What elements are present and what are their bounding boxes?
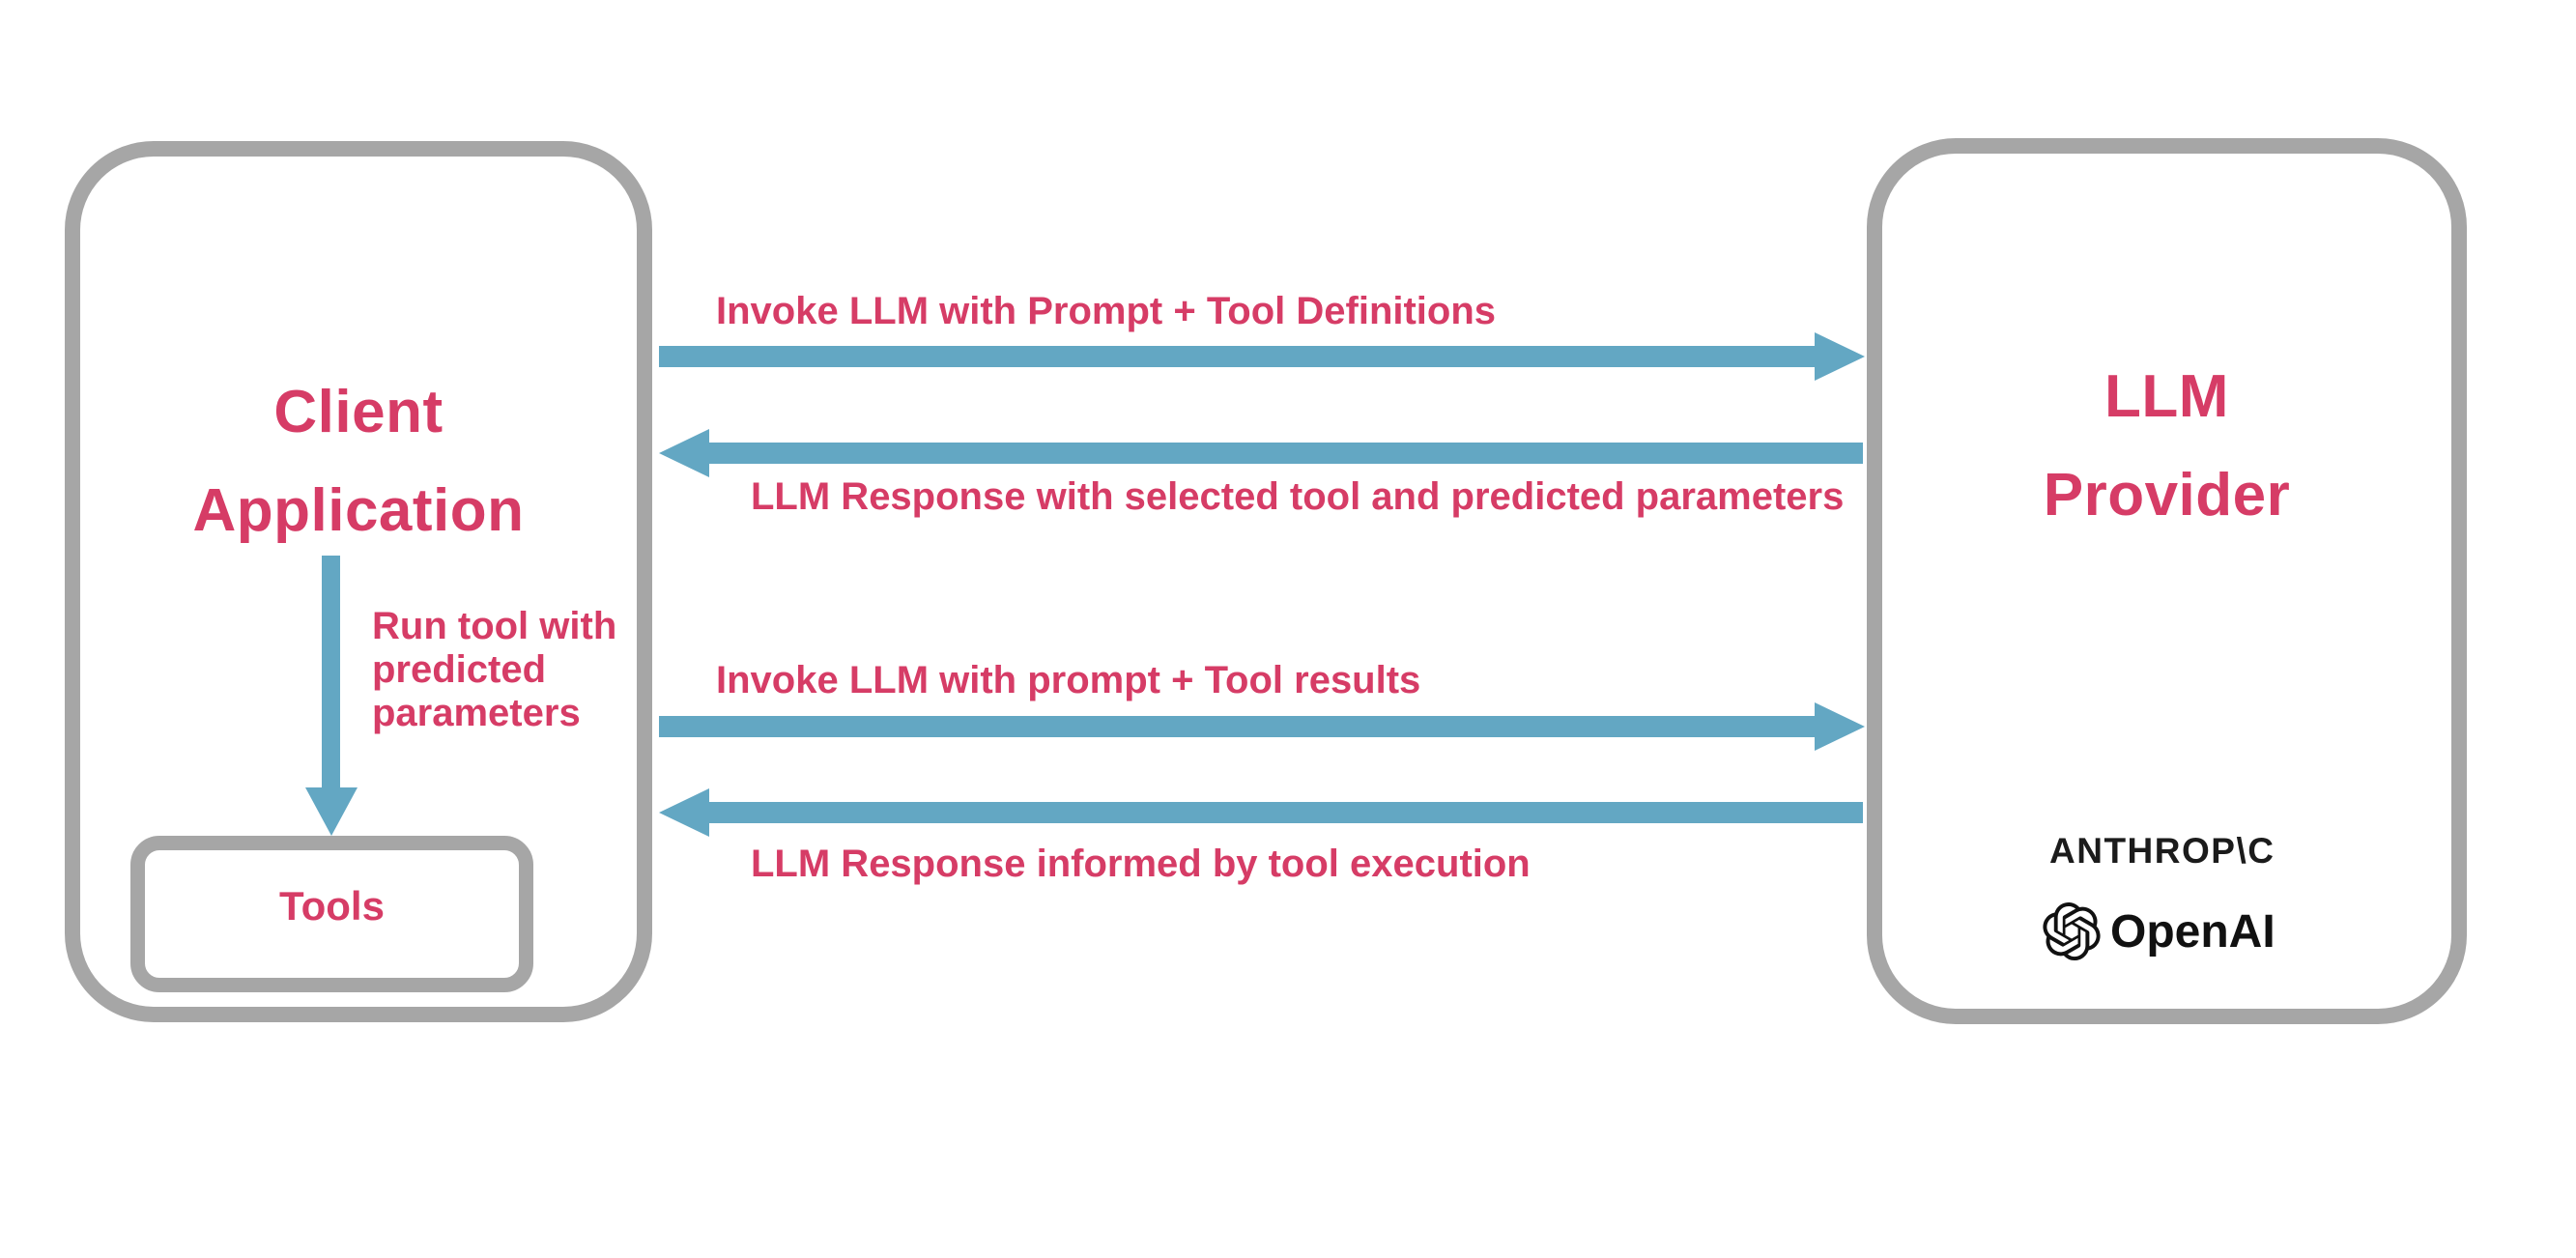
openai-logo: OpenAI <box>2043 902 2275 960</box>
llm-provider-box <box>1867 138 2467 1024</box>
flow-1-arrowhead-right-icon <box>1815 332 1865 381</box>
client-title-line2: Application <box>192 477 525 544</box>
flow-4-label: LLM Response informed by tool execution <box>751 843 1531 885</box>
flow-1-label: Invoke LLM with Prompt + Tool Definition… <box>716 290 1497 332</box>
flow-3-arrow-shaft <box>659 716 1815 737</box>
run-tool-label-line1: Run tool with <box>372 605 617 647</box>
flow-2-arrow-shaft <box>709 443 1863 464</box>
run-tool-label-line3: parameters <box>372 692 581 734</box>
flow-4-arrowhead-left-icon <box>659 788 709 837</box>
llm-title-line1: LLM <box>2104 363 2229 430</box>
flow-4-arrow-shaft <box>709 802 1863 823</box>
flow-3-label: Invoke LLM with prompt + Tool results <box>716 659 1421 701</box>
flow-2-label: LLM Response with selected tool and pred… <box>751 475 1845 518</box>
openai-flower-icon <box>2043 902 2101 960</box>
client-title-line1: Client <box>273 379 444 445</box>
run-tool-arrow-shaft <box>322 556 340 789</box>
run-tool-label-line2: predicted <box>372 648 547 691</box>
client-application-title: Client Application <box>65 363 652 560</box>
flow-3-arrowhead-right-icon <box>1815 702 1865 751</box>
anthropic-logo: ANTHROP\C <box>2049 831 2275 871</box>
run-tool-label: Run tool with predicted parameters <box>372 605 616 735</box>
llm-provider-title: LLM Provider <box>1867 348 2467 545</box>
flow-1-arrow-shaft <box>659 346 1815 367</box>
openai-wordmark: OpenAI <box>2110 905 2275 958</box>
flow-2-arrowhead-left-icon <box>659 429 709 477</box>
run-tool-arrowhead-down-icon <box>305 787 358 836</box>
llm-title-line2: Provider <box>2043 462 2291 529</box>
tools-box-label: Tools <box>279 883 385 929</box>
tools-box <box>130 836 533 992</box>
